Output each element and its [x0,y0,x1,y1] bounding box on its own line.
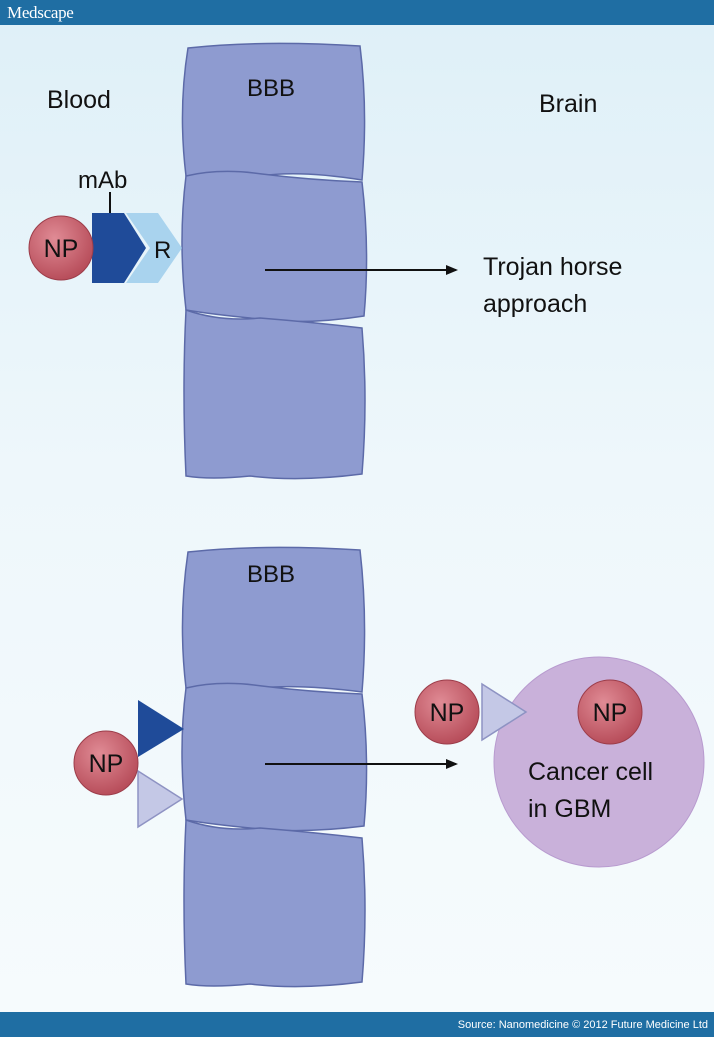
bbb-cell-top-1 [181,42,366,181]
mab-label: mAb [78,167,127,194]
bbb-top [181,42,368,480]
np-label-inside-cell: NP [593,699,628,727]
source-credit: Source: Nanomedicine © 2012 Future Medic… [457,1019,708,1031]
cancer-cell-line-1: Cancer cell [528,758,653,786]
bbb-label-bottom: BBB [247,561,295,588]
bbb-cell-bottom-1 [181,546,366,693]
approach-line-1: Trojan horse [483,253,622,281]
brand-logo: Medscape [7,3,74,22]
mab-shape [92,213,146,283]
ligand-light-triangle-right [481,682,528,742]
np-particle-bottom-mid [414,679,480,745]
cancer-cell [493,656,705,868]
ligand-dark-triangle [138,700,184,757]
receptor-shape [126,213,182,283]
blood-label: Blood [47,86,111,114]
bbb-bottom [181,546,368,988]
ligand-light-triangle-left [137,769,184,829]
bbb-cell-bottom-2 [181,682,368,832]
bbb-cell-bottom-3 [183,818,366,988]
receptor-label: R [154,237,171,264]
approach-line-2: approach [483,290,587,318]
np-particle-inside-cell [577,679,643,745]
np-particle-bottom-left [73,730,139,796]
cancer-cell-line-2: in GBM [528,795,611,823]
header-bar: Medscape [0,0,714,25]
np-particle-top [28,215,94,281]
brain-label: Brain [539,90,597,118]
np-label-bottom-mid: NP [430,699,465,727]
bbb-transport-diagram: Blood Brain BBB mAb R NP Trojan horse ap… [28,42,705,988]
bbb-label-top: BBB [247,75,295,102]
np-label-top: NP [44,235,79,263]
bbb-cell-top-3 [183,308,366,480]
footer-bar: Source: Nanomedicine © 2012 Future Medic… [0,1012,714,1037]
np-label-bottom-left: NP [89,750,124,778]
bbb-cell-top-2 [181,170,368,323]
